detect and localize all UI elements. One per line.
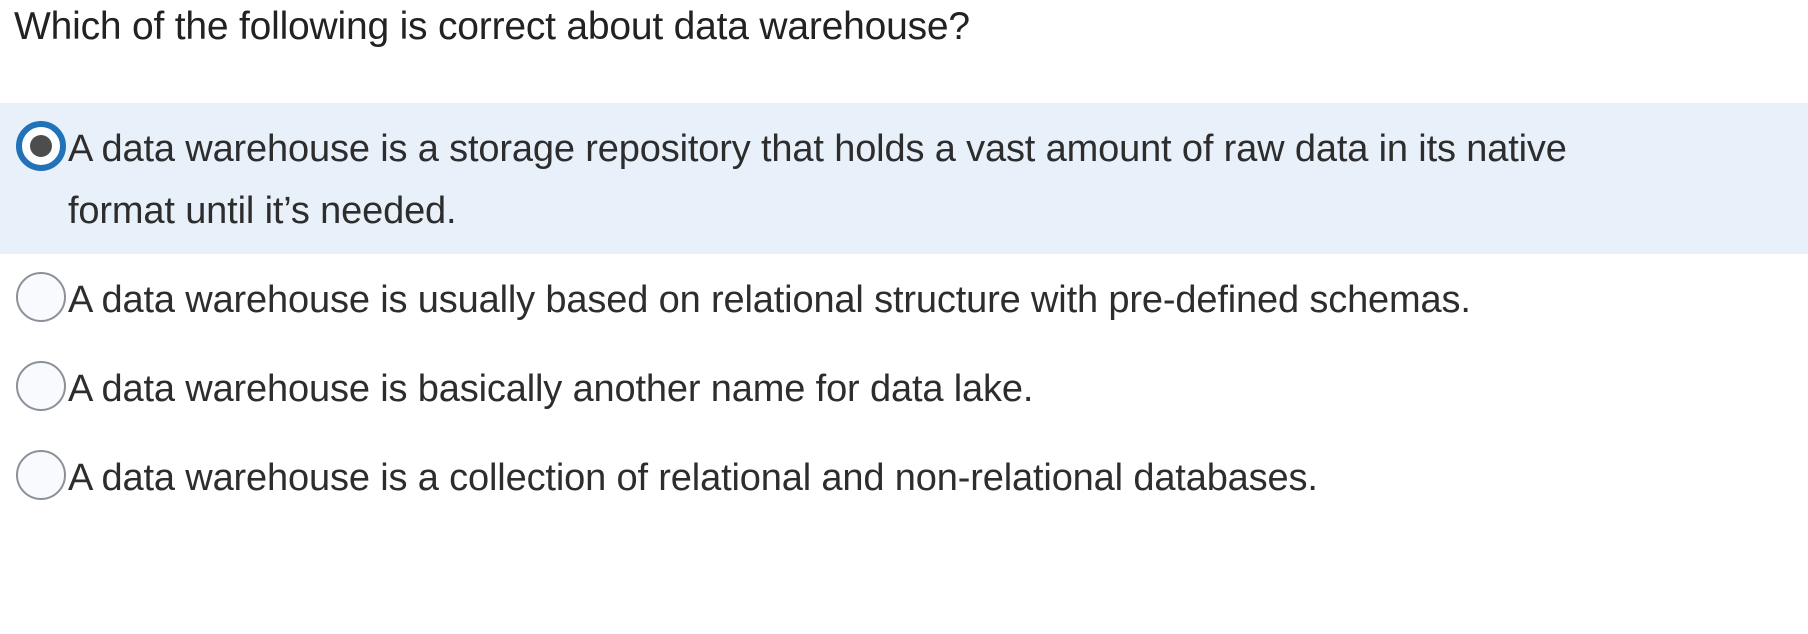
radio-wrap-d[interactable] bbox=[0, 447, 68, 500]
question-prompt: Which of the following is correct about … bbox=[14, 5, 970, 48]
radio-button-unselected-icon[interactable] bbox=[16, 272, 66, 322]
answer-option-c-label: A data warehouse is basically another na… bbox=[68, 368, 1034, 410]
answer-option-d-label: A data warehouse is a collection of rela… bbox=[68, 457, 1318, 499]
answer-option-b-label: A data warehouse is usually based on rel… bbox=[68, 279, 1471, 321]
radio-wrap-c[interactable] bbox=[0, 358, 68, 411]
answer-option-c[interactable]: A data warehouse is basically another na… bbox=[0, 343, 1808, 432]
radio-button-selected-icon[interactable] bbox=[16, 121, 66, 171]
radio-wrap-a[interactable] bbox=[0, 118, 68, 171]
radio-button-unselected-icon[interactable] bbox=[16, 450, 66, 500]
answer-options-list: A data warehouse is a storage repository… bbox=[0, 103, 1808, 521]
answer-option-b[interactable]: A data warehouse is usually based on rel… bbox=[0, 254, 1808, 343]
radio-wrap-b[interactable] bbox=[0, 269, 68, 322]
answer-option-d[interactable]: A data warehouse is a collection of rela… bbox=[0, 432, 1808, 521]
answer-option-a-label: A data warehouse is a storage repository… bbox=[68, 128, 1567, 232]
radio-button-unselected-icon[interactable] bbox=[16, 361, 66, 411]
answer-option-a[interactable]: A data warehouse is a storage repository… bbox=[0, 103, 1808, 254]
